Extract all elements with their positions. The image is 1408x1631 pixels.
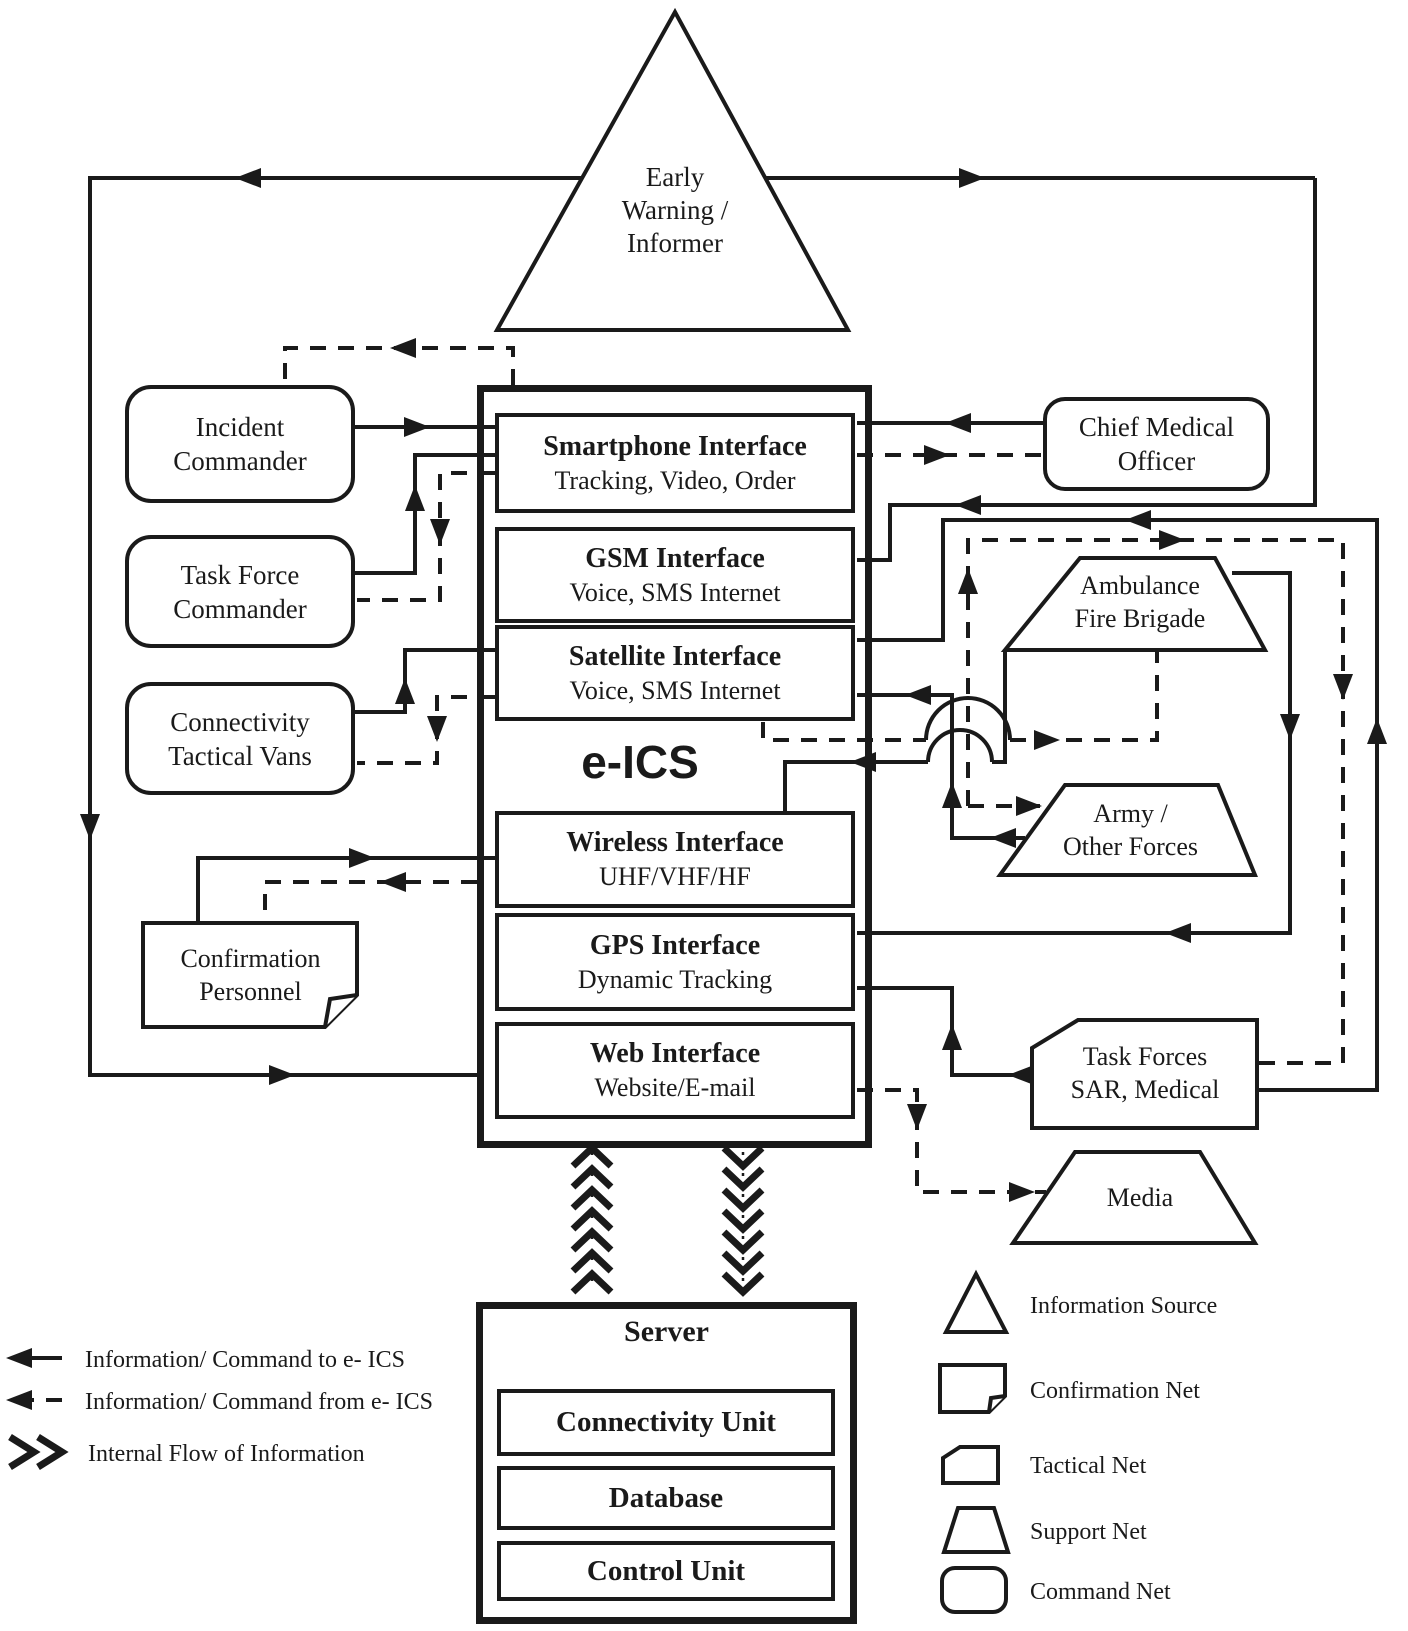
gps-interface-title: GPS Interface xyxy=(589,929,761,961)
legend-command-net-label: Command Net xyxy=(1030,1579,1171,1605)
early-warning-label: Early Warning / Informer xyxy=(621,161,729,258)
media-trapezoid xyxy=(1009,1150,1259,1245)
wireless-interface-title: Wireless Interface xyxy=(566,827,784,858)
control-unit-box: Control Unit xyxy=(497,1541,835,1601)
task-force-commander-node: Task Force Commander xyxy=(125,535,355,648)
confirmation-personnel-dogear xyxy=(323,993,358,1028)
line-crossing-arc xyxy=(924,696,1012,741)
legend-information-source-label: Information Source xyxy=(1030,1293,1218,1319)
army-label: Army / Other Forces xyxy=(1062,799,1198,861)
wireless-interface-sub: UHF/VHF/HF xyxy=(599,862,751,891)
legend-triangle-icon xyxy=(942,1269,1010,1334)
satellite-interface-title: Satellite Interface xyxy=(568,640,782,672)
server-outer-box xyxy=(476,1302,857,1624)
task-forces-cut-corner-box xyxy=(1030,1018,1259,1130)
gps-interface-sub: Dynamic Tracking xyxy=(577,964,773,994)
connectivity-tactical-vans-node: Connectivity Tactical Vans xyxy=(125,682,355,795)
legend-trapezoid-icon xyxy=(941,1506,1011,1554)
database-box: Database xyxy=(497,1466,835,1530)
eics-outer-box xyxy=(477,385,872,1148)
web-interface-box: Web Interface Website/E-mail xyxy=(495,1022,855,1119)
ambulance-trapezoid xyxy=(1000,556,1269,652)
legend-cut-corner-icon xyxy=(941,1445,1000,1485)
legend-confirmation-net-label: Confirmation Net xyxy=(1030,1378,1200,1404)
chief-medical-officer-node: Chief Medical Officer xyxy=(1043,397,1270,491)
web-interface-title: Web Interface xyxy=(589,1038,761,1069)
incident-commander-node: Incident Commander xyxy=(125,385,355,503)
smartphone-interface-sub: Tracking, Video, Order xyxy=(554,465,796,495)
satellite-interface-box: Satellite Interface Voice, SMS Internet xyxy=(495,625,855,721)
server-title: Server xyxy=(624,1315,709,1348)
legend-internal-flow-label: Internal Flow of Information xyxy=(88,1441,365,1467)
media-label: Media xyxy=(1106,1182,1174,1212)
task-forces-label: Task Forces SAR, Medical xyxy=(1070,1042,1220,1104)
legend-solid-flow-label: Information/ Command to e- ICS xyxy=(85,1347,405,1373)
internal-flow-up-chevrons xyxy=(570,1143,614,1295)
connectivity-unit-box: Connectivity Unit xyxy=(497,1389,835,1456)
satellite-interface-sub: Voice, SMS Internet xyxy=(569,675,781,705)
ambulance-label: Ambulance Fire Brigade xyxy=(1074,571,1206,633)
arrowheads xyxy=(6,168,1387,1410)
gps-interface-box: GPS Interface Dynamic Tracking xyxy=(495,913,855,1011)
army-trapezoid xyxy=(996,783,1258,877)
legend-double-chevron xyxy=(8,1434,69,1470)
smartphone-interface-title: Smartphone Interface xyxy=(543,430,807,462)
eics-title: e-ICS xyxy=(581,736,699,788)
internal-flow-down-chevrons xyxy=(721,1145,765,1297)
smartphone-interface-box: Smartphone Interface Tracking, Video, Or… xyxy=(495,413,855,513)
legend-rounded-rect-icon xyxy=(940,1566,1008,1614)
legend-support-net-label: Support Net xyxy=(1030,1519,1147,1545)
legend-document-fold xyxy=(987,1394,1006,1413)
early-warning-triangle xyxy=(493,7,852,332)
confirmation-personnel-label: Confirmation Personnel xyxy=(180,944,321,1006)
gsm-interface-box: GSM Interface Voice, SMS Internet xyxy=(495,527,855,623)
legend-tactical-net-label: Tactical Net xyxy=(1030,1453,1147,1479)
gsm-interface-sub: Voice, SMS Internet xyxy=(569,577,781,607)
legend-dashed-flow-label: Information/ Command from e- ICS xyxy=(85,1389,433,1415)
wireless-interface-box: Wireless Interface UHF/VHF/HF xyxy=(495,811,855,908)
shape-layer xyxy=(141,7,1269,1614)
gsm-interface-title: GSM Interface xyxy=(585,542,765,574)
web-interface-sub: Website/E-mail xyxy=(594,1073,756,1102)
